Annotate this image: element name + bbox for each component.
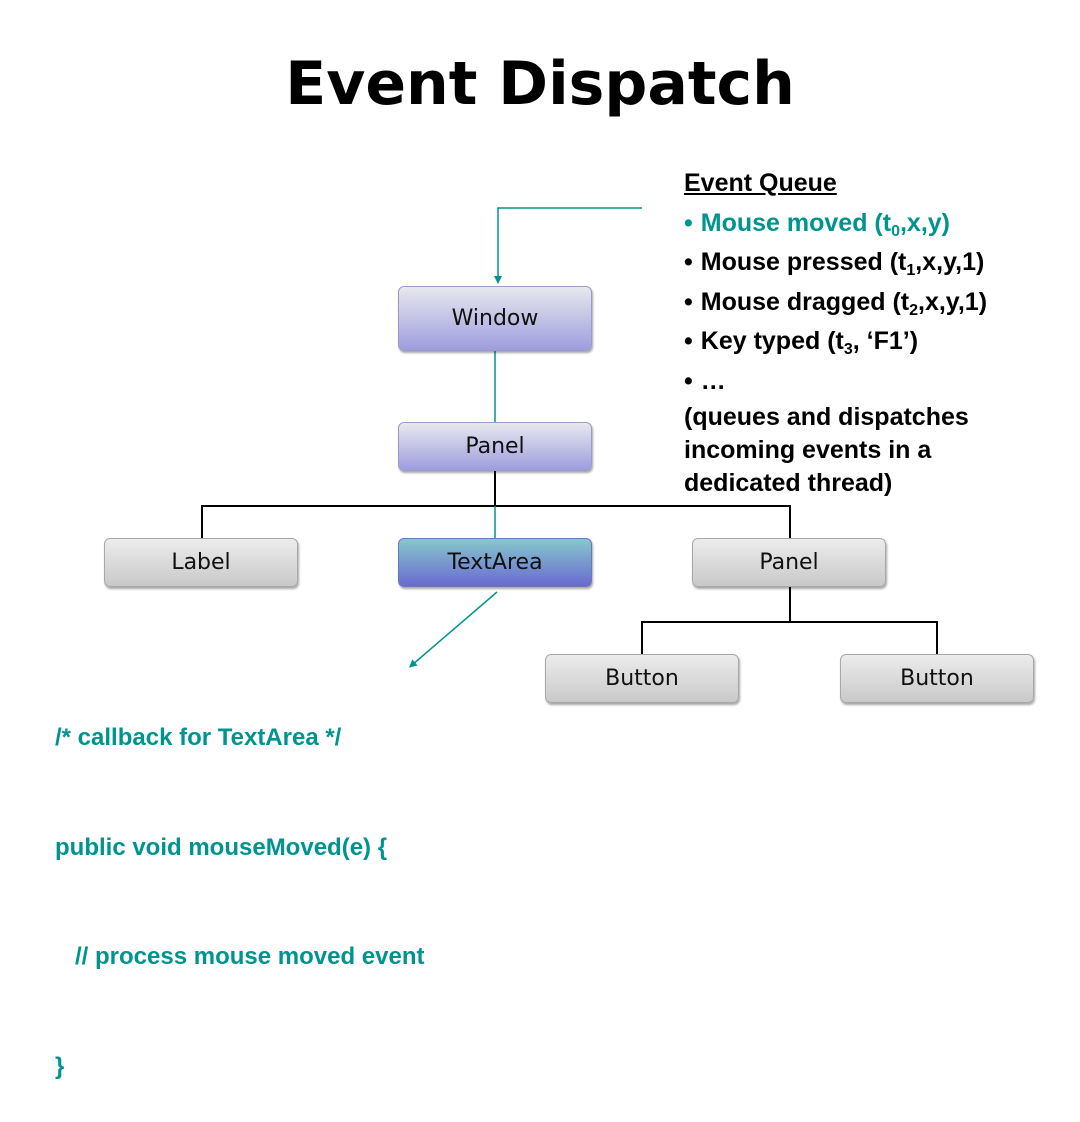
event-queue-header: Event Queue: [684, 169, 837, 197]
event-queue: Event Queue •Mouse moved (t0,x,y) •Mouse…: [684, 164, 1074, 500]
event-queue-note: (queues and dispatches incoming events i…: [684, 403, 969, 497]
bullet-icon: •: [684, 366, 693, 395]
callback-code: /* callback for TextArea */ public void …: [55, 647, 424, 1122]
node-panel-top: Panel: [398, 422, 592, 471]
bullet-icon: •: [684, 287, 693, 316]
queue-item: •Mouse dragged (t2,x,y,1): [684, 287, 988, 319]
code-line: // process mouse moved event: [55, 943, 425, 970]
queue-item: •Mouse pressed (t1,x,y,1): [684, 248, 985, 279]
code-line: public void mouseMoved(e) {: [55, 833, 388, 861]
node-button-left: Button: [545, 654, 739, 703]
bullet-icon: •: [684, 208, 693, 237]
code-line: /* callback for TextArea */: [55, 724, 342, 751]
connector-panel-children: [201, 471, 791, 538]
connector-panel-right-children: [641, 587, 938, 654]
node-window: Window: [398, 286, 592, 351]
code-line: }: [55, 1052, 65, 1080]
node-textarea: TextArea: [398, 538, 592, 587]
node-label: Label: [104, 538, 298, 587]
slide-title: Event Dispatch: [285, 49, 795, 119]
queue-item-ellipsis: •…: [684, 366, 726, 395]
bullet-icon: •: [684, 248, 693, 276]
tree-connectors: [201, 207, 938, 668]
queue-item: •Mouse moved (t0,x,y): [684, 208, 950, 240]
dispatch-arrow-textarea-to-callback: [408, 591, 498, 668]
bullet-icon: •: [684, 327, 693, 355]
node-panel-right: Panel: [692, 538, 886, 587]
dispatch-arrow-queue-to-window: [494, 207, 642, 284]
node-button-right: Button: [840, 654, 1034, 703]
queue-item: •Key typed (t3, ‘F1’): [684, 327, 919, 358]
